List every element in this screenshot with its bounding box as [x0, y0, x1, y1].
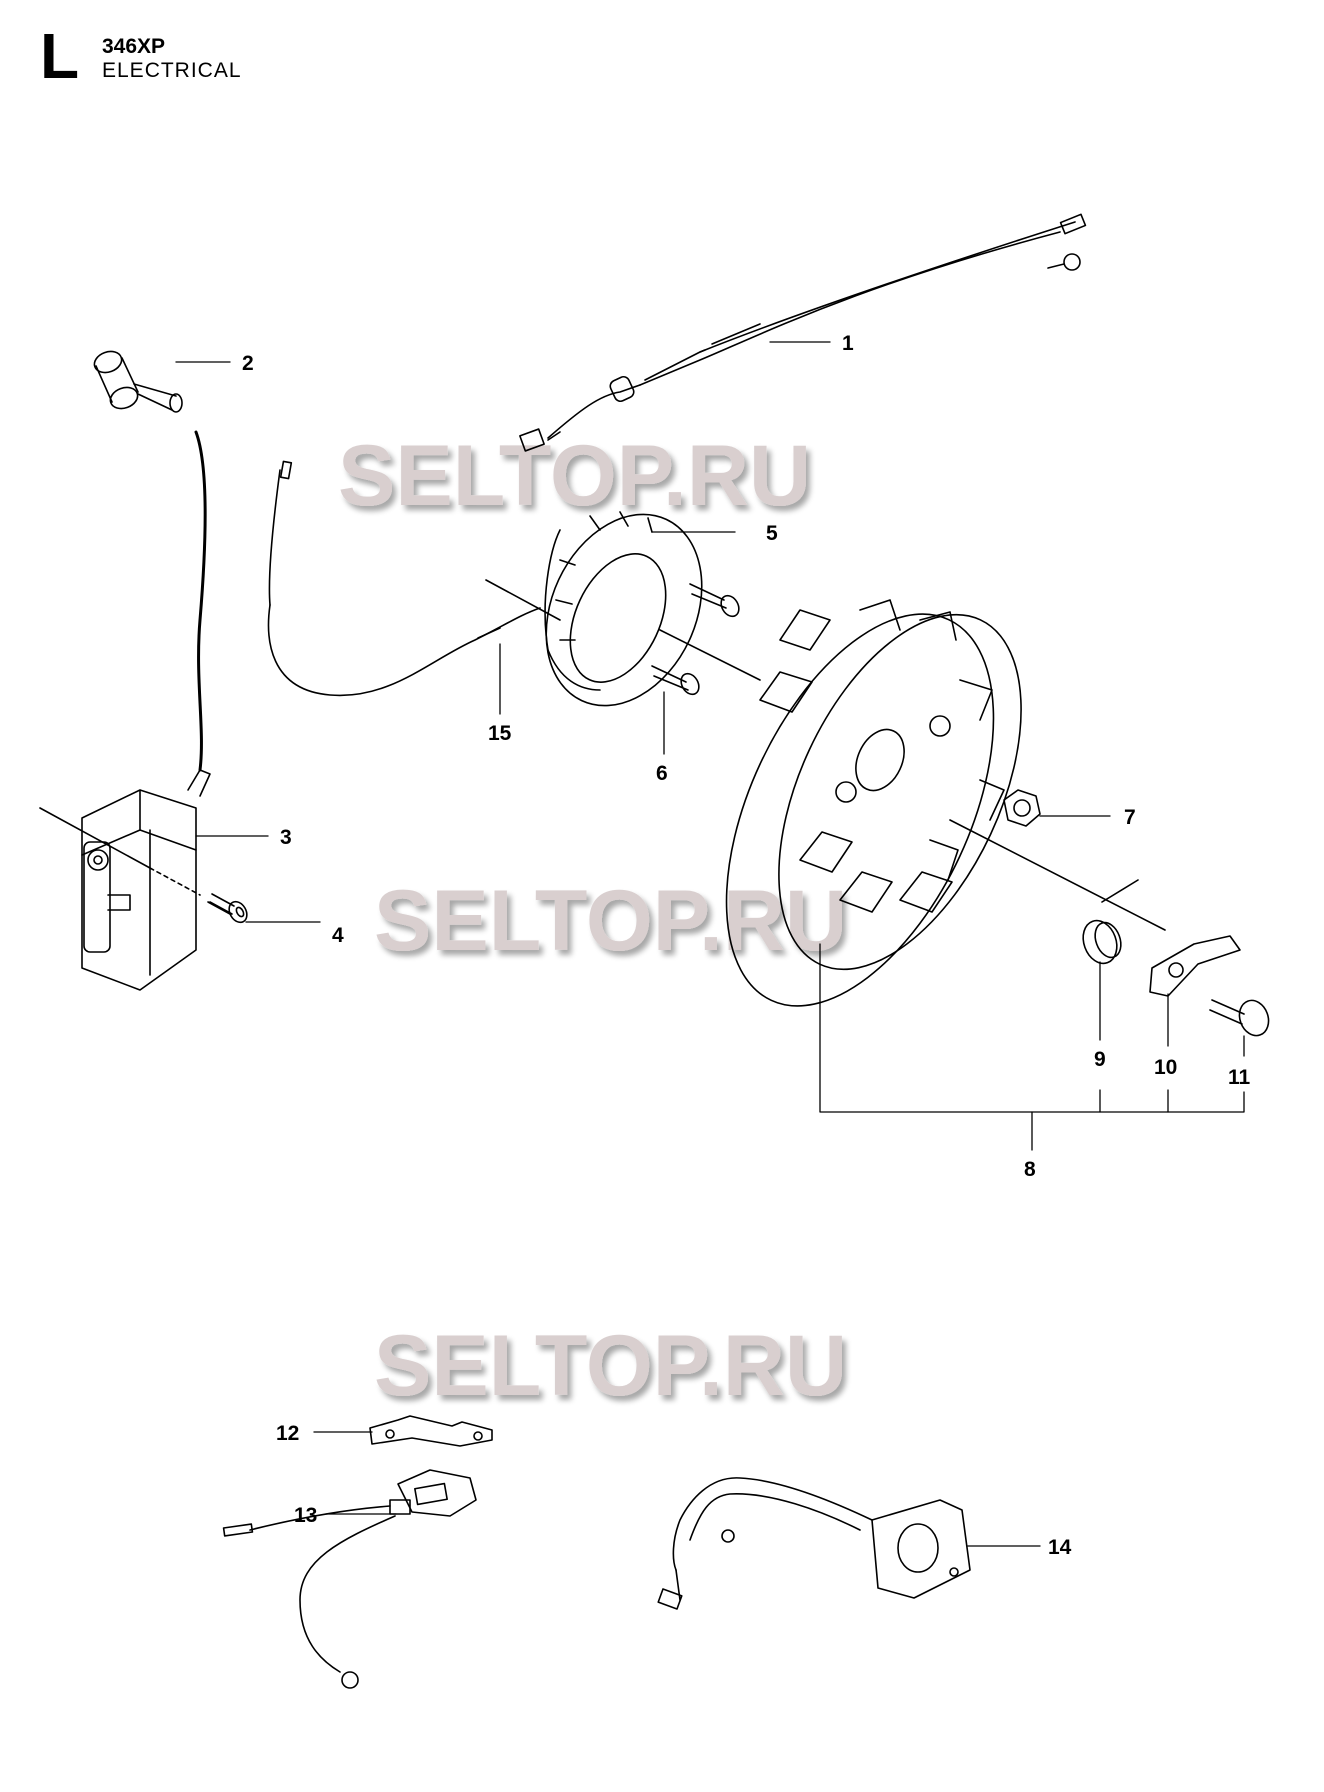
callout-11: 11 — [1228, 1066, 1251, 1089]
section-letter: L — [40, 20, 80, 92]
watermarks: SELTOP.RU SELTOP.RU SELTOP.RU — [338, 428, 847, 1414]
callout-15: 15 — [488, 722, 512, 745]
part-11-pin — [1209, 999, 1270, 1037]
part-5-magnet-ring — [485, 511, 761, 707]
part-12-bracket — [369, 1415, 493, 1447]
watermark-bottom: SELTOP.RU — [374, 1318, 847, 1414]
callout-12: 12 — [276, 1422, 299, 1445]
axis-line — [949, 819, 1166, 931]
callout-8: 8 — [1024, 1158, 1036, 1181]
callout-13: 13 — [294, 1504, 317, 1527]
part-3-ignition-module — [39, 769, 211, 991]
section-title: ELECTRICAL — [102, 59, 242, 82]
callout-3: 3 — [280, 826, 292, 849]
ignition-lead — [194, 430, 207, 772]
part-2-spark-plug-cap — [93, 350, 183, 413]
part-13-switch-wires — [222, 1469, 477, 1689]
watermark-middle: SELTOP.RU — [374, 873, 847, 969]
callout-14: 14 — [1048, 1536, 1072, 1559]
part-15-wire — [267, 460, 541, 697]
callout-7: 7 — [1124, 806, 1136, 829]
callout-5: 5 — [766, 522, 778, 545]
part-14-gasket-sensor — [657, 1477, 971, 1610]
part-10-pawl — [1149, 935, 1241, 997]
part-6-screws — [651, 583, 740, 696]
part-7-nut — [1003, 789, 1041, 827]
callout-6: 6 — [656, 762, 668, 785]
callout-2: 2 — [242, 352, 254, 375]
part-1-wire-harness — [519, 213, 1087, 452]
model-number: 346XP — [102, 35, 166, 58]
callout-9: 9 — [1094, 1048, 1106, 1071]
callout-numbers: 1 2 3 4 5 6 7 8 9 10 11 12 13 14 15 — [242, 332, 1251, 1559]
part-9-spring — [1082, 879, 1139, 965]
watermark-top: SELTOP.RU — [338, 428, 811, 524]
flywheel — [725, 599, 1022, 1007]
callout-1: 1 — [842, 332, 854, 355]
callout-10: 10 — [1154, 1056, 1177, 1079]
leader-lines — [175, 341, 1245, 1547]
callout-4: 4 — [332, 924, 344, 947]
part-4-screw — [207, 893, 248, 924]
